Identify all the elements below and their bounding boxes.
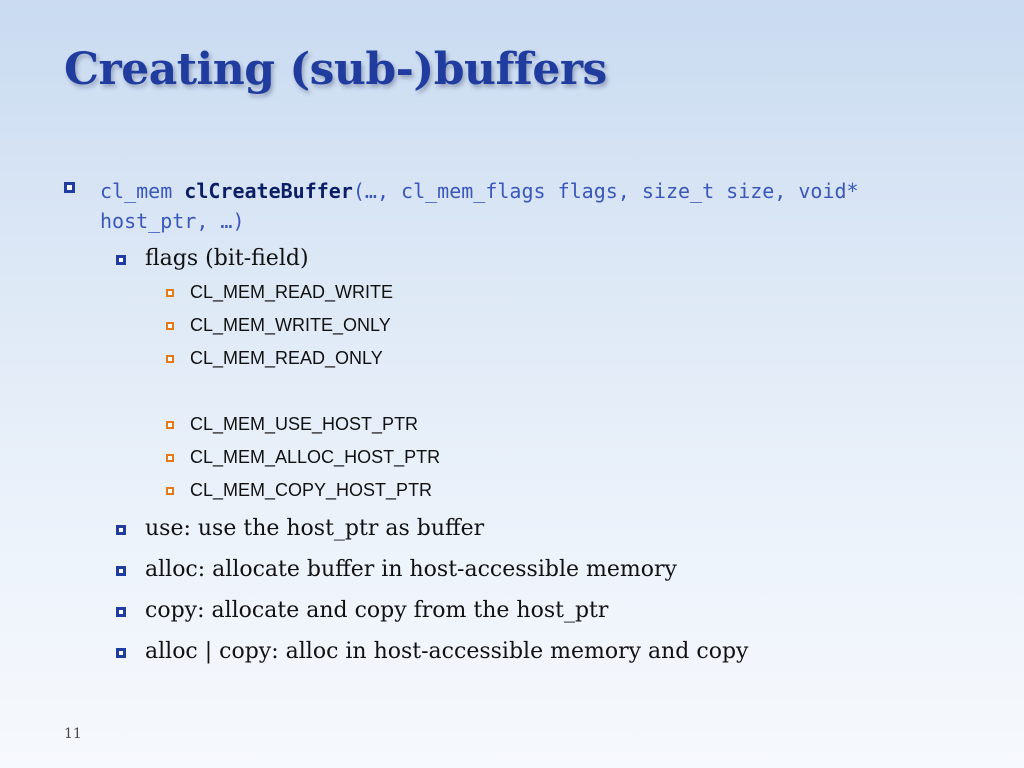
flag-label: CL_MEM_COPY_HOST_PTR bbox=[190, 480, 433, 500]
square-bullet-icon bbox=[166, 487, 174, 495]
square-bullet-icon bbox=[166, 355, 174, 363]
note-text: alloc: allocate buffer in host-accessibl… bbox=[145, 557, 677, 582]
square-bullet-icon bbox=[166, 322, 174, 330]
square-bullet-icon bbox=[116, 525, 126, 535]
square-bullet-icon bbox=[166, 454, 174, 462]
flag-item: CL_MEM_COPY_HOST_PTR bbox=[166, 480, 432, 501]
signature-function: clCreateBuffer bbox=[184, 179, 353, 203]
flag-item: CL_MEM_WRITE_ONLY bbox=[166, 315, 391, 336]
bullet-signature: cl_mem clCreateBuffer(…, cl_mem_flags fl… bbox=[64, 176, 904, 236]
note-text: alloc | copy: alloc in host-accessible m… bbox=[145, 639, 749, 664]
flag-label: CL_MEM_READ_WRITE bbox=[190, 282, 394, 302]
square-bullet-icon bbox=[116, 566, 126, 576]
square-bullet-icon bbox=[64, 182, 75, 193]
slide-title: Creating (sub-)buffers bbox=[64, 44, 607, 95]
square-bullet-icon bbox=[116, 648, 126, 658]
bullet-note: alloc: allocate buffer in host-accessibl… bbox=[116, 557, 677, 582]
bullet-note: copy: allocate and copy from the host_pt… bbox=[116, 598, 608, 623]
bullet-note: alloc | copy: alloc in host-accessible m… bbox=[116, 639, 748, 664]
slide-number: 11 bbox=[64, 726, 82, 742]
flag-label: CL_MEM_READ_ONLY bbox=[190, 348, 383, 368]
flag-label: CL_MEM_USE_HOST_PTR bbox=[190, 414, 419, 434]
bullet-note: use: use the host_ptr as buffer bbox=[116, 516, 484, 541]
flag-item: CL_MEM_ALLOC_HOST_PTR bbox=[166, 447, 440, 468]
flag-item: CL_MEM_READ_ONLY bbox=[166, 348, 383, 369]
flag-label: CL_MEM_WRITE_ONLY bbox=[190, 315, 391, 335]
signature-prefix: cl_mem bbox=[100, 179, 185, 203]
flag-item: CL_MEM_USE_HOST_PTR bbox=[166, 414, 418, 435]
signature-suffix: (…, cl_mem_flags flags, size_t size, voi… bbox=[100, 179, 871, 233]
flags-heading: flags (bit-field) bbox=[145, 246, 309, 271]
square-bullet-icon bbox=[116, 255, 126, 265]
note-text: copy: allocate and copy from the host_pt… bbox=[145, 598, 609, 623]
flag-label: CL_MEM_ALLOC_HOST_PTR bbox=[190, 447, 441, 467]
square-bullet-icon bbox=[166, 421, 174, 429]
function-signature: cl_mem clCreateBuffer(…, cl_mem_flags fl… bbox=[100, 176, 890, 236]
square-bullet-icon bbox=[116, 607, 126, 617]
bullet-flags: flags (bit-field) bbox=[116, 246, 309, 271]
note-text: use: use the host_ptr as buffer bbox=[145, 516, 485, 541]
square-bullet-icon bbox=[166, 289, 174, 297]
flag-item: CL_MEM_READ_WRITE bbox=[166, 282, 393, 303]
